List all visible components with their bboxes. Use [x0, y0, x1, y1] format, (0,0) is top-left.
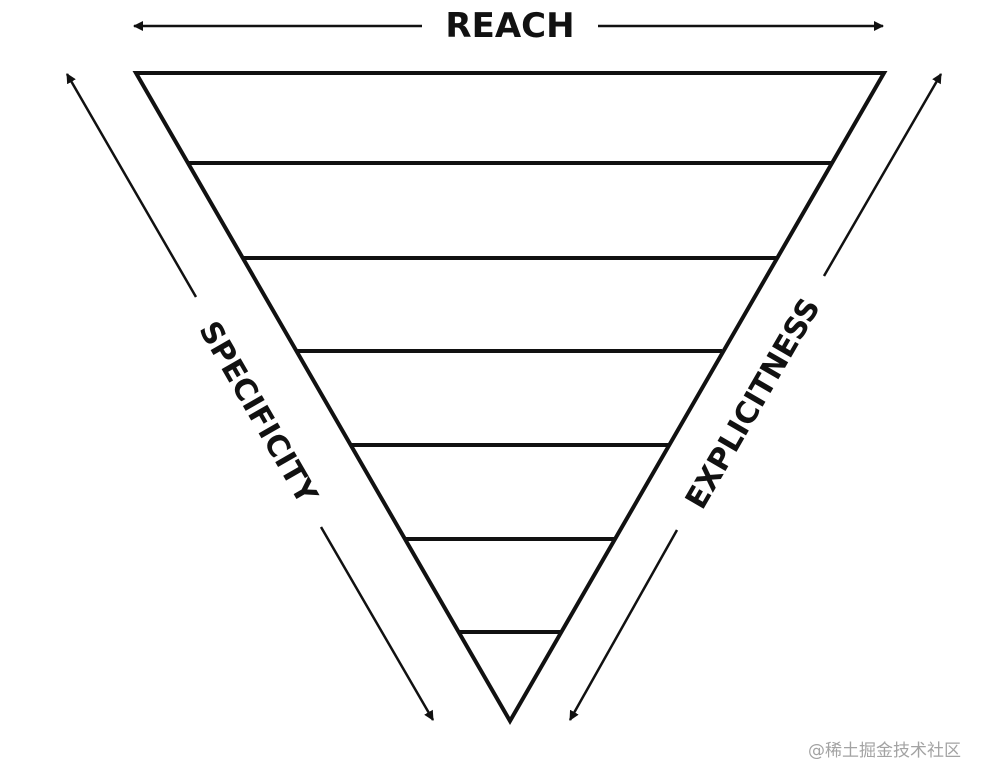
- watermark-text: @稀土掘金技术社区: [808, 741, 961, 761]
- explicitness-arrow-upper-segment: [822, 73, 943, 277]
- specificity-arrow-upper-segment: [65, 73, 198, 298]
- reach-label: REACH: [445, 6, 574, 46]
- band-dividers: [188, 161, 831, 634]
- specificity-label: SPECIFICITY: [191, 316, 324, 512]
- specificity-arrow: SPECIFICITY: [65, 73, 435, 721]
- explicitness-arrow-lower-segment: [568, 529, 679, 721]
- inverted-triangle-outline: [132, 71, 888, 726]
- specificity-arrow-lower-segment: [319, 526, 435, 721]
- explicitness-arrow: EXPLICITNESS: [568, 73, 943, 721]
- reach-arrow: REACH: [133, 6, 884, 46]
- explicitness-label: EXPLICITNESS: [679, 292, 828, 515]
